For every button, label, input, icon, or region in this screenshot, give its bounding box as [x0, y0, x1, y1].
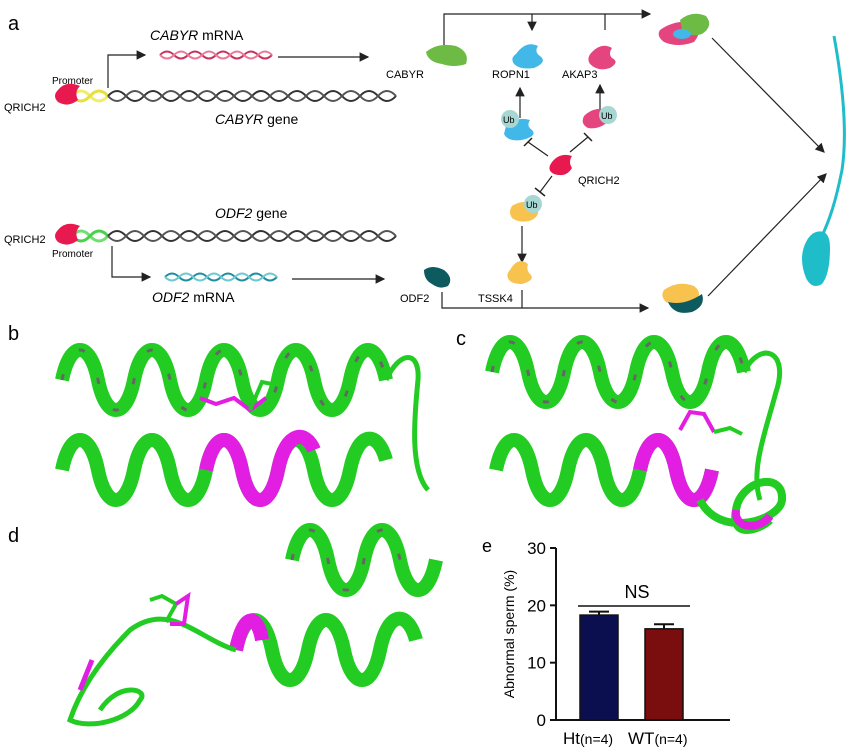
- inhibit-akap3-line: [569, 136, 589, 153]
- ropn1-protein-shape: [512, 44, 543, 69]
- x-tick-main-0: Ht: [563, 729, 580, 748]
- odf2-protein-shape: [424, 267, 451, 288]
- y-axis-label: Abnormal sperm (%): [501, 570, 517, 698]
- cabyr-transcription-arrow: [107, 50, 147, 88]
- qrich2-center-label: QRICH2: [578, 175, 620, 187]
- qrich2-center-protein: [549, 154, 572, 176]
- inhibit-ropn1-bar: [523, 137, 533, 147]
- significance-label: NS: [624, 582, 649, 602]
- odf2-gene-name: ODF2: [215, 205, 253, 221]
- cabyr-gene-name: CABYR: [215, 111, 263, 127]
- loop-b: [383, 355, 430, 492]
- akap3-protein-label: AKAP3: [562, 69, 597, 81]
- odf2-mrna-wave: [164, 272, 278, 282]
- helix-upper-c: [485, 335, 751, 409]
- panel-label-a: a: [8, 13, 20, 35]
- tssk4-protein-shape: [507, 261, 532, 284]
- y-tick-label-2: 20: [527, 596, 546, 615]
- inhibit-ropn1-line: [527, 141, 549, 157]
- panel-label-e: e: [482, 536, 492, 556]
- cabyr-gene-label: CABYR gene: [215, 111, 298, 127]
- x-tick-sub-1: (n=4): [654, 731, 687, 747]
- qrich2-protein-bottom: [55, 223, 80, 245]
- odf2-protein-label: ODF2: [400, 293, 429, 305]
- panel-label-b: b: [8, 323, 19, 345]
- complex-to-sperm-arrow-bottom: [707, 173, 827, 297]
- side-chain-d-2: [170, 591, 191, 626]
- qrich2-label-bottom: QRICH2: [4, 234, 46, 246]
- side-chain-c: [678, 409, 716, 433]
- panel-label-d: d: [8, 525, 19, 547]
- side-chain-b-2: [248, 379, 273, 411]
- top-bracket-line: [443, 13, 532, 48]
- y-tick-label-0: 0: [537, 711, 546, 730]
- cabyr-gene-suffix: gene: [263, 111, 298, 127]
- side-chain-c-2: [713, 425, 743, 436]
- loop-c: [741, 350, 783, 501]
- y-tick-label-3: 30: [527, 539, 546, 558]
- side-chain-b: [199, 395, 268, 413]
- ub-circle-akap3: [599, 106, 617, 124]
- odf2-gene-suffix: gene: [252, 205, 287, 221]
- odf2-promoter-label: Promoter: [52, 249, 94, 260]
- cabyr-mrna-gene-name: CABYR: [150, 27, 198, 43]
- ub-circle-tssk4: [524, 195, 542, 213]
- ub-label-ropn1: Ub: [503, 115, 515, 125]
- y-tick-label-1: 10: [527, 654, 546, 673]
- ub-circle-ropn1: [501, 110, 519, 128]
- qrich2-protein-top: [55, 83, 80, 105]
- cabyr-protein-shape: [426, 44, 467, 66]
- loop-d-magenta: [77, 659, 95, 691]
- helix-lower-c: [489, 433, 719, 507]
- cabyr-mrna-wave: [159, 50, 273, 60]
- x-tick-main-1: WT: [628, 729, 654, 748]
- panel-label-c: c: [456, 328, 466, 350]
- odf2-dna-helix: [107, 230, 397, 242]
- inhibit-akap3-bar: [583, 132, 593, 142]
- bar-wt: [644, 628, 684, 721]
- panel-a: a CABYR mRNA Promoter QRICH2 CABYR gene …: [4, 9, 846, 313]
- x-tick-sub-0: (n=4): [580, 731, 613, 747]
- cabyr-dna-helix: [107, 90, 397, 102]
- ub-label-akap3: Ub: [601, 111, 613, 121]
- odf2-gene-label: ODF2 gene: [215, 205, 288, 221]
- qrich2-label-top: QRICH2: [4, 102, 46, 114]
- turn-c: [696, 478, 786, 534]
- cabyr-mrna-label: CABYR mRNA: [150, 27, 244, 43]
- odf2-mrna-suffix: mRNA: [189, 289, 235, 305]
- panel-d: d: [8, 523, 443, 727]
- odf2-mrna-gene-name: ODF2: [152, 289, 190, 305]
- odf2-transcription-arrow: [111, 246, 152, 282]
- panel-c: c: [456, 328, 786, 534]
- sperm-illustration: [802, 35, 846, 286]
- complex-to-sperm-arrow-top: [711, 37, 825, 153]
- helix-upper-b: [55, 343, 393, 417]
- cabyr-protein-label: CABYR: [386, 69, 424, 81]
- inhibit-tssk4-bar: [534, 187, 546, 197]
- bar-ht: [579, 614, 619, 721]
- loop-d: [66, 616, 237, 727]
- helix-lower-d: [229, 611, 423, 687]
- bottom-bracket-line: [441, 292, 650, 313]
- bottom-protein-complex: [662, 283, 703, 313]
- x-tick-label-0: Ht(n=4): [563, 729, 613, 748]
- odf2-mrna-label: ODF2 mRNA: [152, 289, 235, 305]
- cabyr-promoter-label: Promoter: [52, 76, 94, 87]
- helix-upper-d: [285, 523, 443, 597]
- x-tick-label-1: WT(n=4): [628, 729, 688, 748]
- tssk4-protein-label: TSSK4: [478, 293, 513, 305]
- ropn1-protein-label: ROPN1: [492, 69, 530, 81]
- inhibit-tssk4-line: [539, 175, 553, 193]
- side-chain-d: [149, 593, 179, 623]
- top-protein-complex: [658, 13, 710, 45]
- cabyr-mrna-suffix: mRNA: [198, 27, 244, 43]
- panel-b: b: [8, 323, 430, 507]
- akap3-protein-shape: [588, 45, 616, 70]
- helix-lower-b: [55, 429, 393, 507]
- ub-label-tssk4: Ub: [526, 200, 538, 210]
